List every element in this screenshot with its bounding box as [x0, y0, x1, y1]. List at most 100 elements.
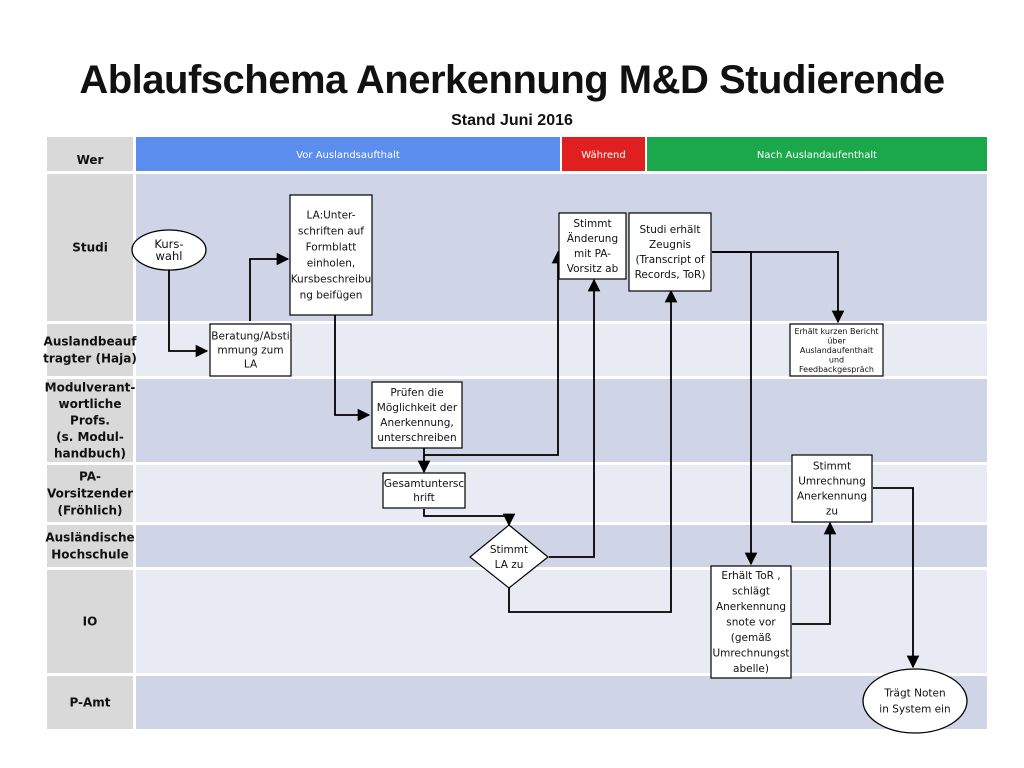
bericht-feedback-box-text-line: Auslandaufenthalt — [800, 346, 873, 355]
beratung-box-text-line: mmung zum — [217, 345, 283, 357]
lane-label-7-line: P-Amt — [69, 696, 110, 710]
la-unterschriften-box-text-line: schriften auf — [298, 226, 364, 238]
phase-label-2: Während — [581, 150, 625, 161]
noten-eintragen-oval-text-line: Trägt Noten — [883, 688, 945, 700]
erhaelt-tor-box-text-line: schlägt — [732, 586, 770, 598]
lane-label-3-line: Modulverant- — [45, 381, 136, 395]
stimmt-aenderung-box-shape — [558, 212, 627, 280]
pruefen-anerkennung-box-text-line: unterschreiben — [377, 432, 456, 444]
studi-zeugnis-box-text-line: Zeugnis — [649, 239, 691, 251]
lane-grid: Wer Vor Auslandsaufthalt Während Nach Ausla… — [43, 137, 987, 729]
connector-arrow-3 — [334, 309, 371, 422]
phase-bar-2 — [562, 137, 645, 171]
kurswahl-oval: Kurs-wahl — [131, 229, 207, 271]
lane-label-5-line: Hochschule — [51, 548, 129, 562]
bericht-feedback-box-text-line: und — [829, 355, 844, 364]
connector-arrow-5 — [424, 250, 565, 456]
lane-label-3-line: handbuch) — [54, 447, 126, 461]
kurswahl-oval-text-line: wahl — [156, 249, 183, 263]
pruefen-anerkennung-box-shape — [371, 381, 463, 449]
lane-label-4: PA-Vorsitzender(Fröhlich) — [47, 470, 133, 518]
studi-zeugnis-box-text-line: Records, ToR) — [635, 269, 706, 281]
kurswahl-oval-shape — [131, 229, 207, 271]
lane-label-5-line: Ausländische — [45, 531, 134, 545]
gesamtunterschrift-box-text: Gesamtuntersc hrift — [384, 478, 465, 504]
studi-zeugnis-box-text-line: (Transcript of — [635, 254, 704, 266]
bericht-feedback-box-text-line: Erhält kurzen Bericht — [794, 327, 878, 336]
la-unterschriften-box-text-line: einholen, — [307, 258, 355, 270]
stimmt-la-decision-text-line: Stimmt — [490, 544, 528, 556]
kurswahl-oval-text: Kurs-wahl — [154, 237, 183, 263]
noten-eintragen-oval-text-line: in System ein — [879, 704, 950, 716]
page-title: Ablaufschema Anerkennung M&D Studierende — [79, 58, 945, 102]
lane-label-cell-3 — [47, 379, 133, 462]
erhaelt-tor-box-text-line: (gemäß — [731, 632, 772, 644]
lane-7 — [136, 676, 987, 729]
stimmt-umrechnung-box-text-line: zu — [826, 506, 838, 518]
la-unterschriften-box-text-line: ng beifügen — [300, 290, 363, 302]
flow-connectors — [168, 250, 920, 669]
lane-label-3-line: wortliche — [58, 397, 121, 411]
erhaelt-tor-box-text-line: Anerkennung — [716, 601, 786, 613]
gesamtunterschrift-box-text-line: Gesamtuntersc — [384, 478, 465, 490]
connector-arrow-9 — [712, 251, 845, 324]
la-unterschriften-box-text-line: Formblatt — [306, 242, 357, 254]
lane-5 — [136, 525, 987, 567]
phase-bar-1 — [136, 137, 560, 171]
noten-eintragen-oval: Trägt Noten in System ein — [862, 668, 968, 734]
lane-label-7: P-Amt — [69, 696, 110, 710]
la-unterschriften-box-shape — [289, 194, 373, 316]
la-unterschriften-box-text-line: Kursbeschreibu — [291, 274, 372, 286]
stimmt-aenderung-box-text-line: Stimmt — [573, 218, 611, 230]
phase-label-1: Vor Auslandsaufthalt — [296, 150, 400, 161]
noten-eintragen-oval-text: Trägt Noten in System ein — [879, 688, 950, 716]
connector-arrow-12 — [873, 487, 920, 669]
lane-label-cell-1 — [47, 174, 133, 321]
erhaelt-tor-box-text-line: Umrechnungst — [712, 648, 789, 660]
stimmt-la-decision-shape — [469, 524, 549, 589]
stimmt-aenderung-box-text-line: mit PA- — [574, 248, 611, 260]
lane-label-cell-7 — [47, 676, 133, 729]
stimmt-aenderung-box-text-line: Vorsitz ab — [567, 263, 619, 275]
stimmt-la-decision-text: Stimmt LA zu — [490, 544, 528, 571]
pruefen-anerkennung-box-text-line: Möglichkeit der — [377, 402, 458, 414]
lane-label-4-line: (Fröhlich) — [58, 504, 123, 518]
lane-label-4-line: PA- — [79, 470, 101, 484]
beratung-box-text-line: LA — [244, 359, 258, 371]
header-wer-label: Wer — [77, 153, 104, 167]
bericht-feedback-box-text-line: über — [827, 336, 846, 345]
stimmt-umrechnung-box-text-line: Umrechnung — [798, 476, 866, 488]
lane-label-2-line: Auslandbeauf — [44, 335, 138, 349]
lane-label-3-line: Profs. — [70, 414, 110, 428]
beratung-box-shape — [209, 323, 292, 377]
kurswahl-oval-text-line: Kurs- — [154, 237, 183, 251]
la-unterschriften-box-text-line: LA:Unter- — [307, 210, 356, 222]
connector-arrow-11 — [792, 521, 837, 625]
connector-arrow-7 — [549, 278, 601, 558]
studi-zeugnis-box-shape — [628, 212, 712, 292]
erhaelt-tor-box-shape — [710, 565, 792, 679]
lane-label-6: IO — [83, 615, 98, 629]
lane-label-1: Studi — [72, 241, 108, 255]
erhaelt-tor-box-text-line: snote vor — [726, 617, 776, 629]
gesamtunterschrift-box-text-line: hrift — [413, 492, 435, 504]
phase-label-3: Nach Auslandaufenthalt — [757, 150, 877, 161]
stimmt-la-decision-text-line: LA zu — [495, 559, 524, 571]
noten-eintragen-oval-shape — [862, 668, 968, 734]
